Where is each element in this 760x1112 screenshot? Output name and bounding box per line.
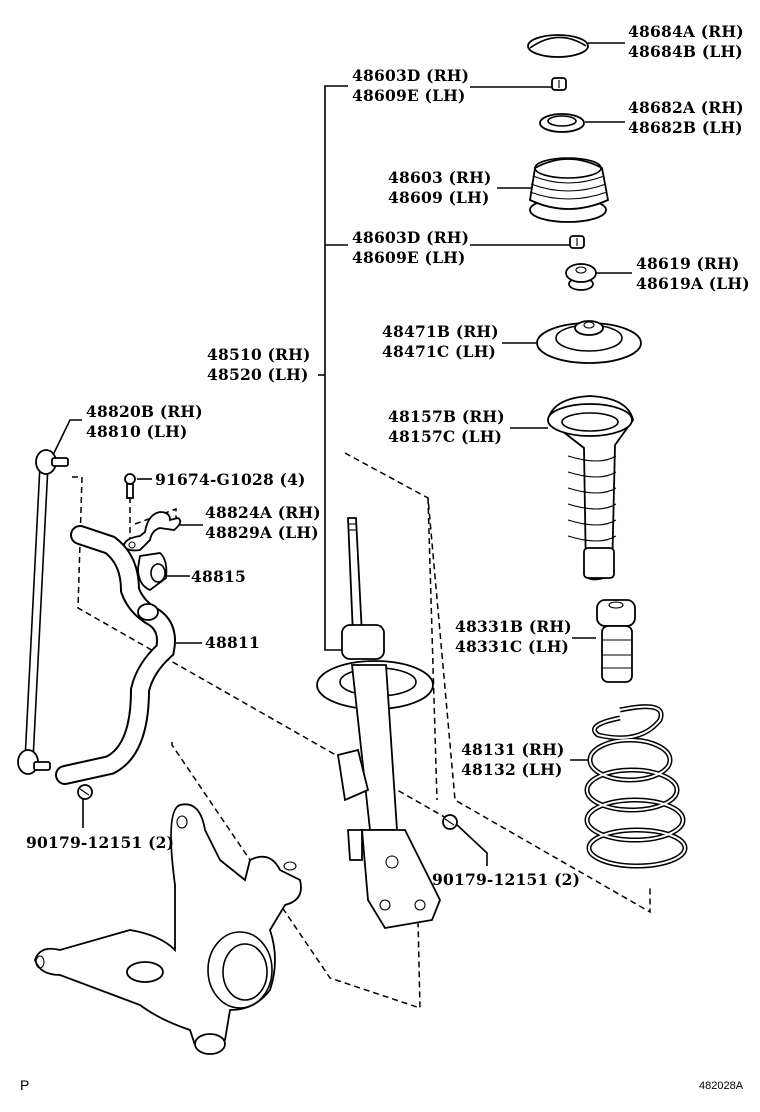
callout-stopper[interactable]: 48619 (RH) 48619A (LH) [636,254,750,294]
part-number-lh: 48810 (LH) [86,422,188,441]
callout-nut-top[interactable]: 48603D (RH) 48609E (LH) [352,66,469,106]
strut-bracket-line [318,85,348,651]
callout-nut-left[interactable]: 90179-12151 (2) [26,833,174,853]
part-number-rh: 48603D (RH) [352,228,470,247]
spring-upper-seat-drawing [536,320,642,364]
leader-lines [52,42,632,866]
figure-number: 482028A [699,1080,744,1092]
stabilizer-bracket-drawing [123,511,182,552]
callout-spring-upper-seat[interactable]: 48471B (RH) 48471C (LH) [382,322,499,362]
part-number: 90179-12151 (2) [26,833,175,852]
insulator-boot-drawing [546,395,634,581]
callout-bolt-91674[interactable]: 91674-G1028 (4) [155,470,306,490]
callout-strut-mount-cap[interactable]: 48684A (RH) 48684B (LH) [628,22,744,62]
nut-left-drawing [77,784,93,800]
callout-stabilizer-bracket[interactable]: 48824A (RH) 48829A (LH) [205,503,321,543]
strut-assembly-drawing [316,517,441,929]
part-number: 90179-12151 (2) [432,870,581,889]
part-number: 91674-G1028 (4) [155,470,306,489]
part-number-rh: 48510 (RH) [207,345,311,364]
upper-support-drawing [529,157,610,223]
callout-insulator-boot[interactable]: 48157B (RH) 48157C (LH) [388,407,505,447]
footer-left-code: P [20,1077,30,1093]
part-number-rh: 48684A (RH) [628,22,744,41]
part-number-lh: 48520 (LH) [207,365,309,384]
bump-stopper-drawing [596,599,636,683]
stabilizer-bar-drawing [55,525,176,785]
part-number-rh: 48619 (RH) [636,254,740,273]
part-number-lh: 48829A (LH) [205,523,319,542]
part-number-lh: 48609E (LH) [352,248,466,267]
callout-stabilizer-link[interactable]: 48820B (RH) 48810 (LH) [86,402,203,442]
part-number-lh: 48132 (LH) [461,760,563,779]
part-number-lh: 48619A (LH) [636,274,750,293]
stabilizer-link-drawing [17,449,69,775]
part-number: 48811 [205,633,260,652]
part-number-lh: 48682B (LH) [628,118,743,137]
callout-bearing-seat[interactable]: 48682A (RH) 48682B (LH) [628,98,744,138]
callout-stabilizer-bar[interactable]: 48811 [205,633,260,653]
part-number-lh: 48331C (LH) [455,637,570,656]
callout-bump-stopper[interactable]: 48331B (RH) 48331C (LH) [455,617,572,657]
part-number-rh: 48824A (RH) [205,503,321,522]
callout-coil-spring[interactable]: 48131 (RH) 48132 (LH) [461,740,565,780]
steering-knuckle-drawing [34,803,302,1055]
part-number-rh: 48820B (RH) [86,402,203,421]
part-number: 48815 [191,567,246,586]
part-number-rh: 48603 (RH) [388,168,492,187]
coil-spring-inner [586,705,686,867]
part-number-rh: 48157B (RH) [388,407,505,426]
part-number-rh: 48603D (RH) [352,66,470,85]
part-number-rh: 48471B (RH) [382,322,499,341]
part-number-lh: 48684B (LH) [628,42,743,61]
callout-strut-assembly[interactable]: 48510 (RH) 48520 (LH) [207,345,311,385]
stopper-drawing [565,263,597,291]
callout-nut-lower[interactable]: 48603D (RH) 48609E (LH) [352,228,469,268]
bearing-seat-drawing [539,113,585,133]
nut-top-drawing [551,77,567,91]
callout-stabilizer-bushing[interactable]: 48815 [191,567,246,587]
strut-mount-cap-drawing [527,34,589,58]
part-number-rh: 48682A (RH) [628,98,744,117]
part-number-lh: 48609E (LH) [352,86,466,105]
part-number-rh: 48131 (RH) [461,740,565,759]
nut-lower-drawing [569,235,585,249]
stabilizer-bushing-drawing [137,552,168,592]
callout-upper-support[interactable]: 48603 (RH) 48609 (LH) [388,168,492,208]
bolt-drawing [124,473,136,499]
part-number-lh: 48471C (LH) [382,342,497,361]
nut-right-drawing [442,814,458,830]
coil-spring-drawing [584,704,688,869]
part-number-lh: 48609 (LH) [388,188,490,207]
part-number-lh: 48157C (LH) [388,427,503,446]
callout-nut-right[interactable]: 90179-12151 (2) [432,870,580,890]
part-number-rh: 48331B (RH) [455,617,572,636]
